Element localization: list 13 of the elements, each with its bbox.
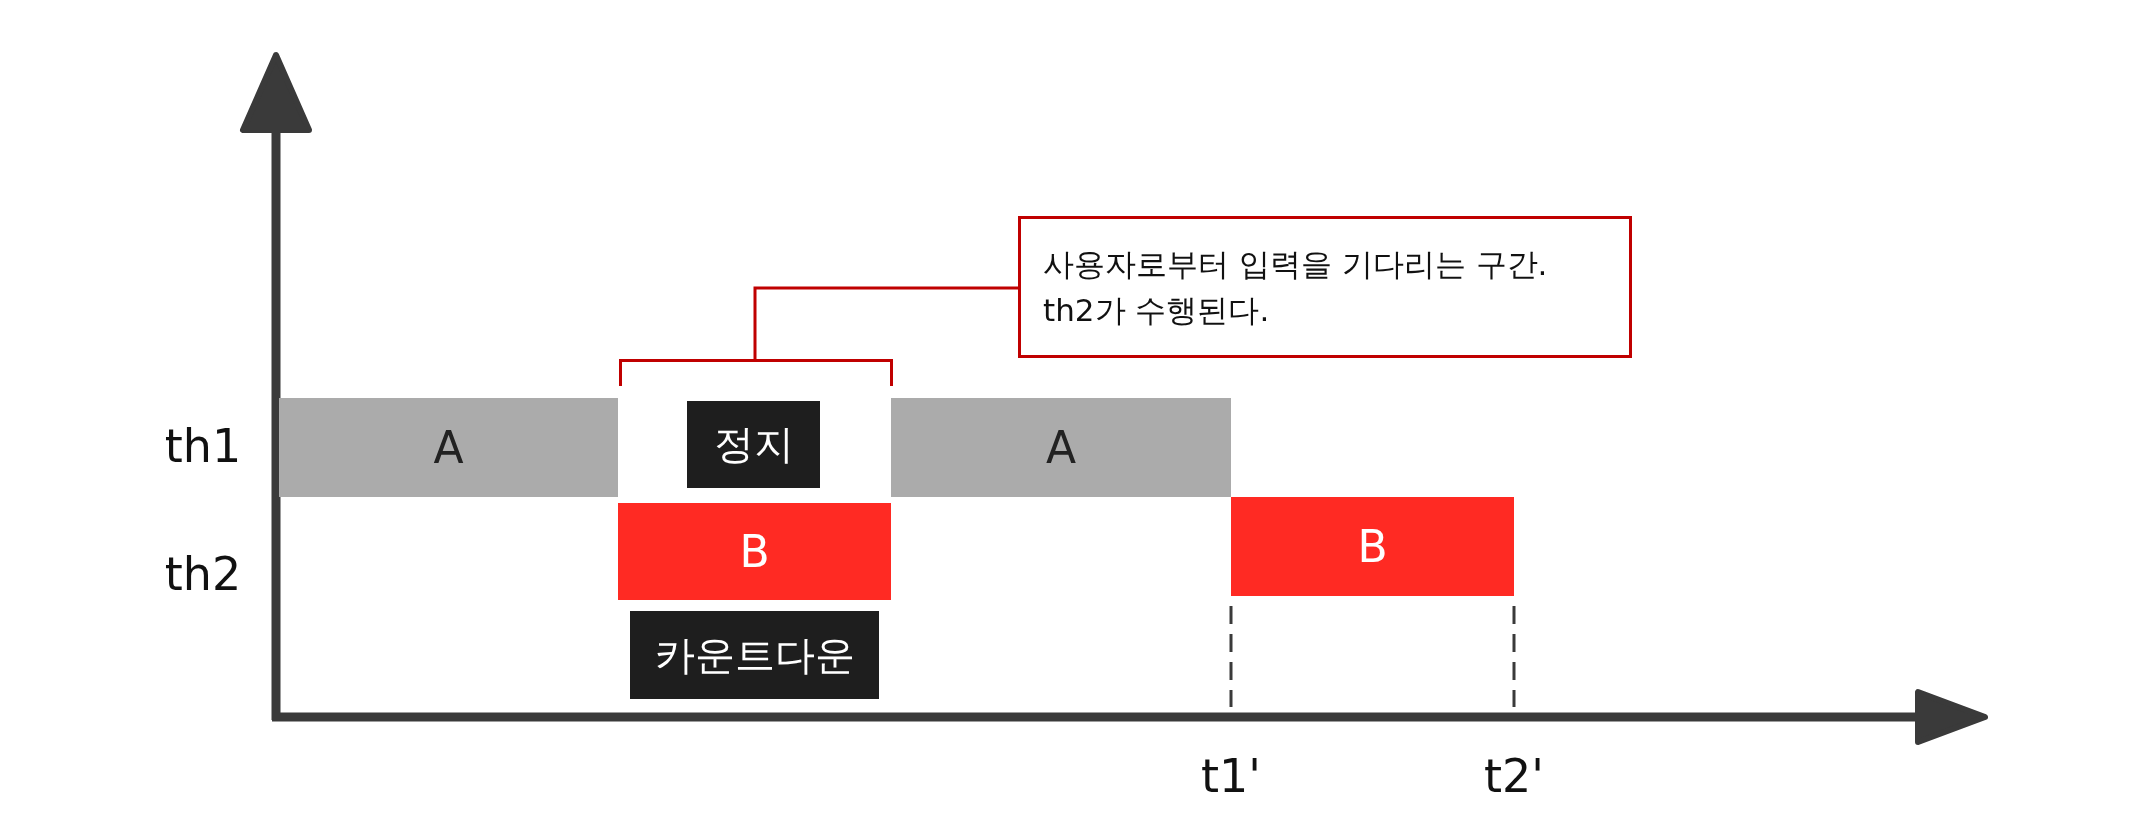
- state-tag: 카운트다운: [630, 611, 879, 699]
- row-label: th1: [164, 419, 242, 473]
- callout-box: 사용자로부터 입력을 기다리는 구간. th2가 수행된다.: [1018, 216, 1632, 358]
- state-tag: 정지: [687, 401, 820, 488]
- thread-bar: A: [279, 398, 618, 497]
- bracket: [619, 359, 893, 386]
- row-label: th2: [164, 547, 242, 601]
- time-label: t1': [1201, 749, 1261, 803]
- thread-bar: A: [891, 398, 1231, 497]
- thread-bar: B: [1231, 497, 1514, 596]
- leader-line: [753, 286, 1018, 359]
- thread-bar: B: [618, 503, 891, 600]
- time-label: t2': [1484, 749, 1544, 803]
